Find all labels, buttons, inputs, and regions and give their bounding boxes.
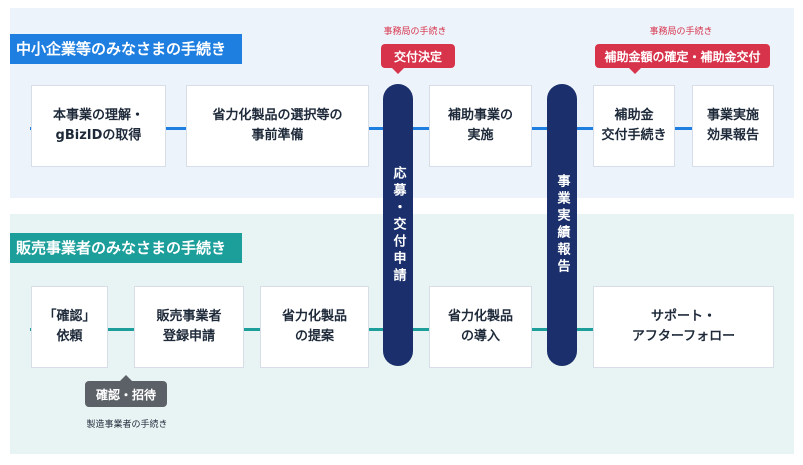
vendor-step-support: サポート・ アフターフォロー xyxy=(593,286,774,368)
vendor-step-confirm-request: 「確認」 依頼 xyxy=(31,286,108,368)
sme-step-implementation: 補助事業の 実施 xyxy=(429,85,532,167)
milestone-report-label: 事業実績報告 xyxy=(554,174,570,276)
milestone-application-label: 応募・交付申請 xyxy=(390,165,406,285)
milestone-report: 事業実績報告 xyxy=(547,84,577,366)
sme-section-title: 中小企業等のみなさまの手続き xyxy=(10,34,242,64)
sme-step-grant-procedure: 補助金 交付手続き xyxy=(593,85,675,167)
milestone-application: 応募・交付申請 xyxy=(383,84,413,366)
maker-confirm-badge: 確認・招待 xyxy=(85,381,167,407)
office-finalize-caption: 事務局の手続き xyxy=(649,27,713,37)
office-decision-arrow-icon xyxy=(392,68,404,74)
vendor-step-proposal: 省力化製品 の提案 xyxy=(260,286,369,368)
office-finalize-arrow-icon xyxy=(629,68,641,74)
sme-step-understanding: 本事業の理解・ gBizIDの取得 xyxy=(31,85,166,167)
vendor-step-registration: 販売事業者 登録申請 xyxy=(134,286,244,368)
vendor-section-title: 販売事業者のみなさまの手続き xyxy=(10,233,242,263)
office-decision-caption: 事務局の手続き xyxy=(383,27,447,37)
maker-caption: 製造事業者の手続き xyxy=(86,420,168,430)
maker-arrow-icon xyxy=(120,375,132,381)
sme-step-preparation: 省力化製品の選択等の 事前準備 xyxy=(186,85,369,167)
vendor-step-installation: 省力化製品 の導入 xyxy=(429,286,532,368)
office-decision-badge: 交付決定 xyxy=(381,44,455,68)
sme-step-effect-report: 事業実施 効果報告 xyxy=(692,85,774,167)
office-finalize-badge: 補助金額の確定・補助金交付 xyxy=(595,44,770,68)
